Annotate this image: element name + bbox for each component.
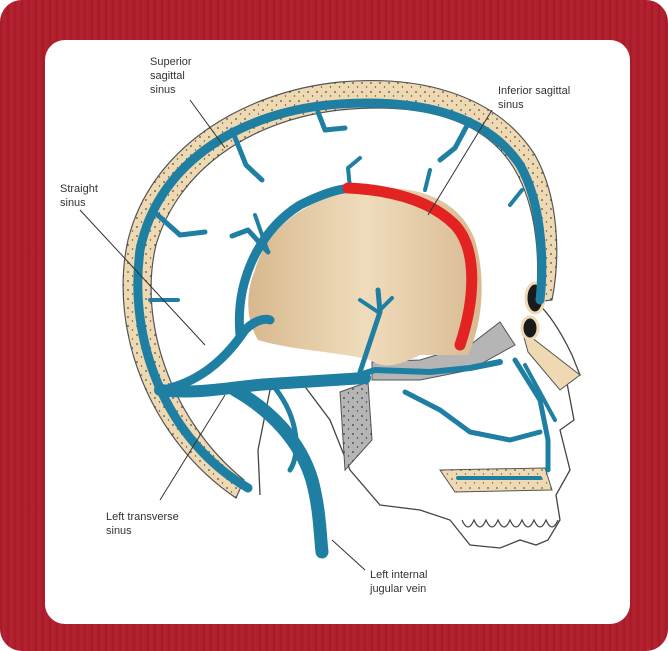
label-line: sinus [106, 525, 132, 537]
label-line: Superior [150, 56, 192, 68]
label-line: sinus [60, 197, 86, 209]
label-line: sinus [498, 99, 524, 111]
label-line: sagittal [150, 70, 185, 82]
label-line: sinus [150, 84, 176, 96]
label-straight-sinus: Straight sinus [60, 183, 101, 209]
label-line: jugular vein [369, 583, 426, 595]
label-line: Left internal [370, 569, 427, 581]
label-line: Inferior sagittal [498, 85, 570, 97]
label-left-transverse-sinus: Left transverse sinus [106, 511, 182, 537]
label-line: Left transverse [106, 511, 179, 523]
label-inferior-sagittal-sinus: Inferior sagittal sinus [498, 85, 573, 111]
label-line: Straight [60, 183, 98, 195]
label-superior-sagittal-sinus: Superior sagittal sinus [150, 56, 195, 96]
label-left-internal-jugular-vein: Left internal jugular vein [369, 569, 431, 595]
